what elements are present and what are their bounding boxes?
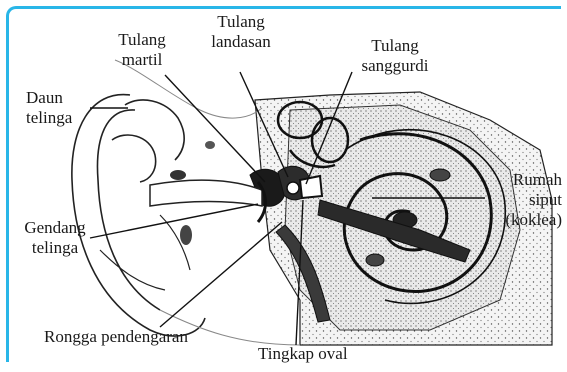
- label-tingkap-oval: Tingkap oval: [258, 344, 348, 364]
- label-tulang-sanggurdi: Tulang sanggurdi: [345, 36, 445, 76]
- pinna-shading-2: [180, 225, 192, 245]
- label-daun-telinga: Daun telinga: [26, 88, 72, 128]
- pinna-shading-3: [205, 141, 215, 149]
- leader-tulang-martil: [165, 75, 265, 182]
- label-gendang-telinga: Gendang telinga: [10, 218, 100, 258]
- label-rumah-siput: Rumah siput (koklea): [478, 170, 562, 230]
- pinna: [72, 95, 205, 336]
- ear-canal: [150, 180, 262, 206]
- leader-rongga-pendengaran: [160, 222, 282, 327]
- label-tulang-martil: Tulang martil: [108, 30, 176, 70]
- label-rongga-pendengaran: Rongga pendengaran: [44, 327, 188, 347]
- label-tulang-landasan: Tulang landasan: [200, 12, 282, 52]
- pinna-shading-1: [170, 170, 186, 180]
